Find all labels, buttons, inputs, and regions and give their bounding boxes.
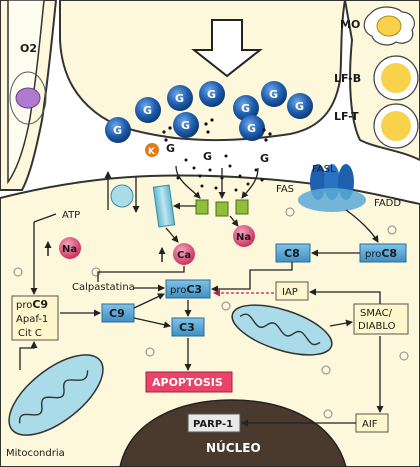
ca-label: Ca	[177, 250, 191, 261]
k-ion	[145, 143, 159, 157]
diablo-label: DIABLO	[358, 321, 396, 332]
channel-cylinder	[152, 184, 176, 228]
proc3-box	[165, 279, 211, 299]
proc3-label: proC3	[170, 283, 202, 296]
lfb-label: LF-B	[334, 72, 361, 85]
smac-diablo-box	[353, 303, 409, 335]
g-label: G	[143, 104, 152, 117]
g-free-label: G	[166, 142, 175, 155]
ca-ion	[173, 243, 195, 265]
g-label: G	[175, 92, 184, 105]
g-label: G	[207, 88, 216, 101]
apoptosis-box	[145, 371, 233, 393]
lft-label: LF-T	[334, 110, 359, 123]
stimulus-arrow	[191, 19, 263, 78]
g-label: G	[113, 124, 122, 137]
g-vesicle	[167, 85, 193, 111]
red-cell-outer	[9, 71, 47, 125]
fadd-label: FADD	[374, 198, 401, 209]
c9-box	[101, 303, 135, 323]
lfb-cell	[373, 55, 419, 101]
g-vesicle	[135, 97, 161, 123]
pathway-arrows	[19, 165, 384, 427]
g-label: G	[269, 88, 278, 101]
citc-label: Cit C	[18, 328, 42, 339]
c3-box	[171, 317, 205, 337]
c3-label: C3	[179, 321, 195, 334]
k-label: K	[148, 147, 156, 157]
g-vesicle	[105, 117, 131, 143]
parp1-box	[187, 413, 241, 433]
glutamate-vesicles: G G G G G G G G G	[105, 81, 313, 143]
g-vesicle	[233, 95, 259, 121]
o2-label: O2	[20, 42, 37, 55]
apoptosis-label: APOPTOSIS	[152, 376, 223, 389]
g-free-label: G	[260, 152, 269, 165]
c9-label: C9	[109, 307, 125, 320]
red-cell	[15, 87, 41, 109]
g-vesicle	[173, 112, 199, 138]
calpastatina-label: Calpastatina	[72, 282, 135, 293]
na-ion-right	[233, 225, 255, 247]
proc8-label: proC8	[365, 247, 397, 260]
presynaptic-terminal	[59, 0, 347, 142]
g-vesicle	[287, 93, 313, 119]
g-vesicle	[261, 81, 287, 107]
iap-label: IAP	[282, 287, 298, 298]
c8-box	[275, 243, 311, 263]
na-ion-left	[59, 237, 81, 259]
g-label: G	[247, 122, 256, 135]
iap-box	[275, 281, 309, 301]
nucleus	[119, 399, 347, 467]
fas-receptor	[298, 164, 366, 212]
g-free-label: G	[203, 150, 212, 163]
mitochondrion-right	[231, 304, 333, 356]
g-vesicle	[199, 81, 225, 107]
g-label: G	[295, 100, 304, 113]
nucleo-label: NÚCLEO	[206, 440, 261, 455]
parp1-label: PARP-1	[193, 419, 233, 430]
aif-label: AIF	[362, 419, 378, 430]
mitocondria-label: Mitocondria	[6, 448, 65, 459]
microglia	[363, 6, 415, 46]
g-vesicle	[239, 115, 265, 141]
atp-label: ATP	[62, 210, 80, 221]
channel-round	[110, 184, 134, 208]
proc9-complex-box	[11, 295, 59, 341]
g-label: G	[241, 102, 250, 115]
postsynaptic-cell	[0, 174, 420, 467]
smac-label: SMAC/	[360, 308, 393, 319]
proc9-label: proC9	[16, 298, 48, 311]
mo-label: MO	[340, 18, 360, 31]
ampa-receptors	[195, 199, 249, 217]
mitochondrion-left	[8, 354, 104, 436]
na-label-right: Na	[236, 232, 251, 243]
na-label-left: Na	[62, 244, 77, 255]
atp-arrow	[33, 213, 57, 223]
c8-label: C8	[284, 247, 300, 260]
apaf1-label: Apaf-1	[16, 314, 48, 325]
fas-label: FAS	[276, 184, 294, 195]
glutamate-dots	[162, 118, 272, 192]
g-label: G	[181, 119, 190, 132]
fasl-label: FASL	[312, 164, 336, 175]
lft-cell	[373, 103, 419, 149]
